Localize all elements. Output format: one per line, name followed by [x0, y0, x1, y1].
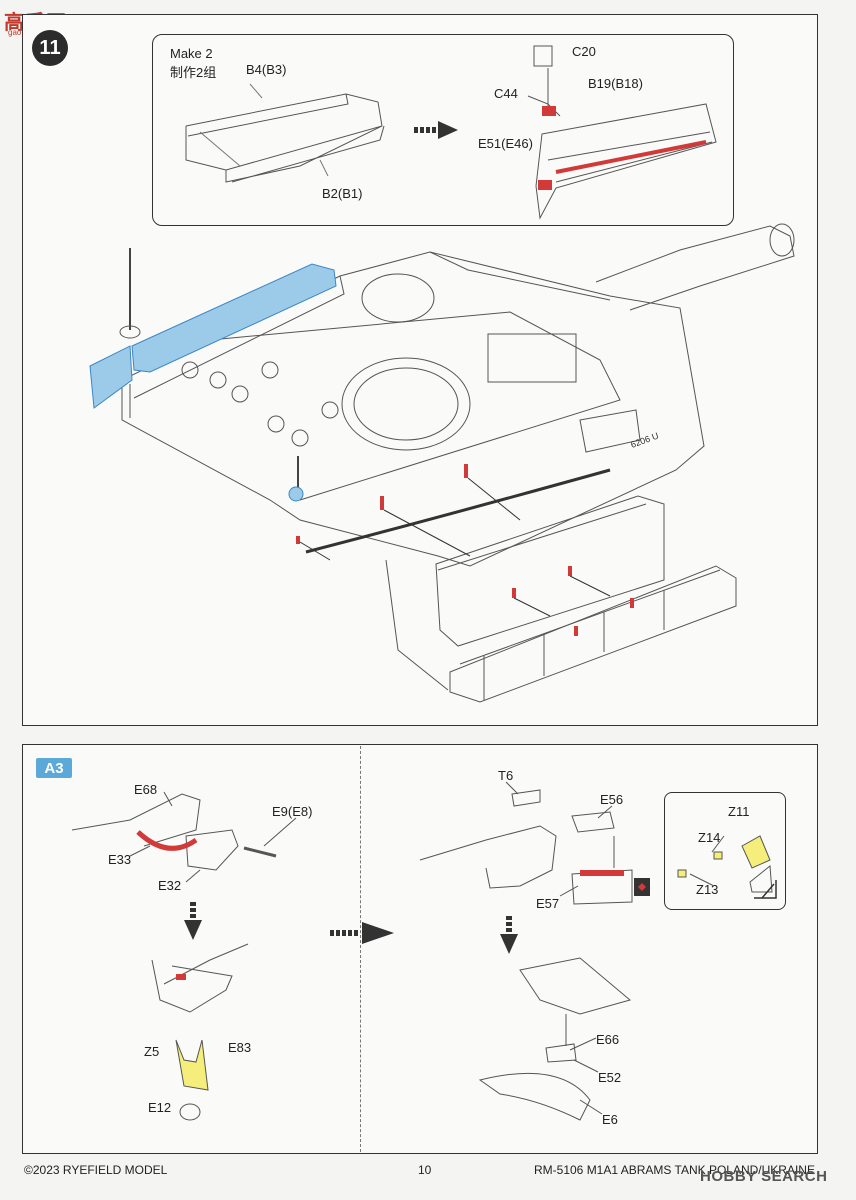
make2-title-en: Make 2 [170, 46, 213, 61]
label-c44: C44 [494, 86, 518, 101]
label-z11: Z11 [728, 804, 750, 819]
label-z5: Z5 [144, 1044, 160, 1059]
a3-divider [360, 746, 361, 1152]
label-e66: E66 [596, 1032, 620, 1047]
label-e6: E6 [602, 1112, 618, 1127]
label-e51: E51(E46) [478, 136, 533, 151]
label-e52: E52 [598, 1070, 622, 1085]
label-e83: E83 [228, 1040, 252, 1055]
footer-page-number: 10 [418, 1163, 432, 1177]
label-e57: E57 [536, 896, 560, 911]
label-b19: B19(B18) [588, 76, 643, 91]
footer-product: RM-5106 M1A1 ABRAMS TANK POLAND/UKRAINE [534, 1163, 815, 1177]
step-number-badge: 11 [32, 30, 68, 66]
label-e68: E68 [134, 782, 158, 797]
label-z14: Z14 [698, 830, 721, 845]
make2-title-cn: 制作2组 [170, 65, 217, 80]
label-t6: T6 [498, 768, 514, 783]
label-e32: E32 [158, 878, 182, 893]
hobby-search-logo: HOBBY SEARCH [700, 1168, 828, 1185]
label-b4: B4(B3) [246, 62, 287, 77]
label-b2: B2(B1) [322, 186, 363, 201]
a3-badge: A3 [36, 758, 72, 778]
label-c20: C20 [572, 44, 596, 59]
label-e33: E33 [108, 852, 132, 867]
footer-copyright: ©2023 RYEFIELD MODEL [24, 1163, 168, 1177]
label-e9: E9(E8) [272, 804, 313, 819]
label-e12: E12 [148, 1100, 172, 1115]
label-e56: E56 [600, 792, 624, 807]
